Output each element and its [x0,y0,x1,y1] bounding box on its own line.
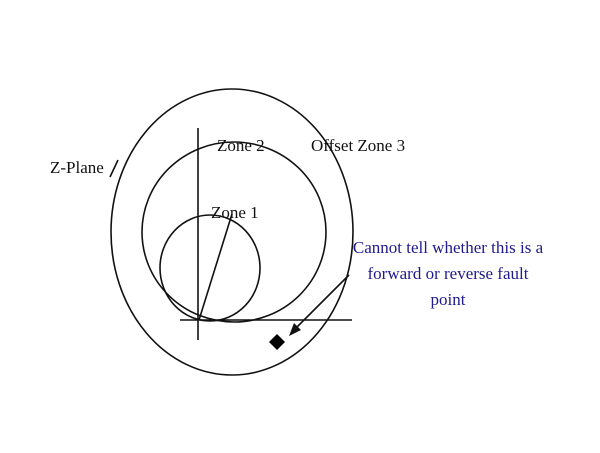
annotation-arrow-head [289,323,301,336]
zone2-circle [141,141,327,323]
offset-zone3-label: Offset Zone 3 [311,136,405,155]
line-impedance-radius [198,213,233,321]
z-plane-label: Z-Plane [50,158,104,177]
annotation-line-3: point [431,290,466,309]
annotation-line-1: Cannot tell whether this is a [353,238,544,257]
annotation-arrow-shaft [295,274,350,329]
z-plane-leader [109,159,119,178]
zone1-label: Zone 1 [211,203,259,222]
diamond-marker-icon [269,334,285,350]
zone2-label: Zone 2 [217,136,265,155]
zone1-circle [159,214,261,322]
annotation-line-2: forward or reverse fault [368,264,529,283]
offset-zone3-circle [110,88,354,376]
